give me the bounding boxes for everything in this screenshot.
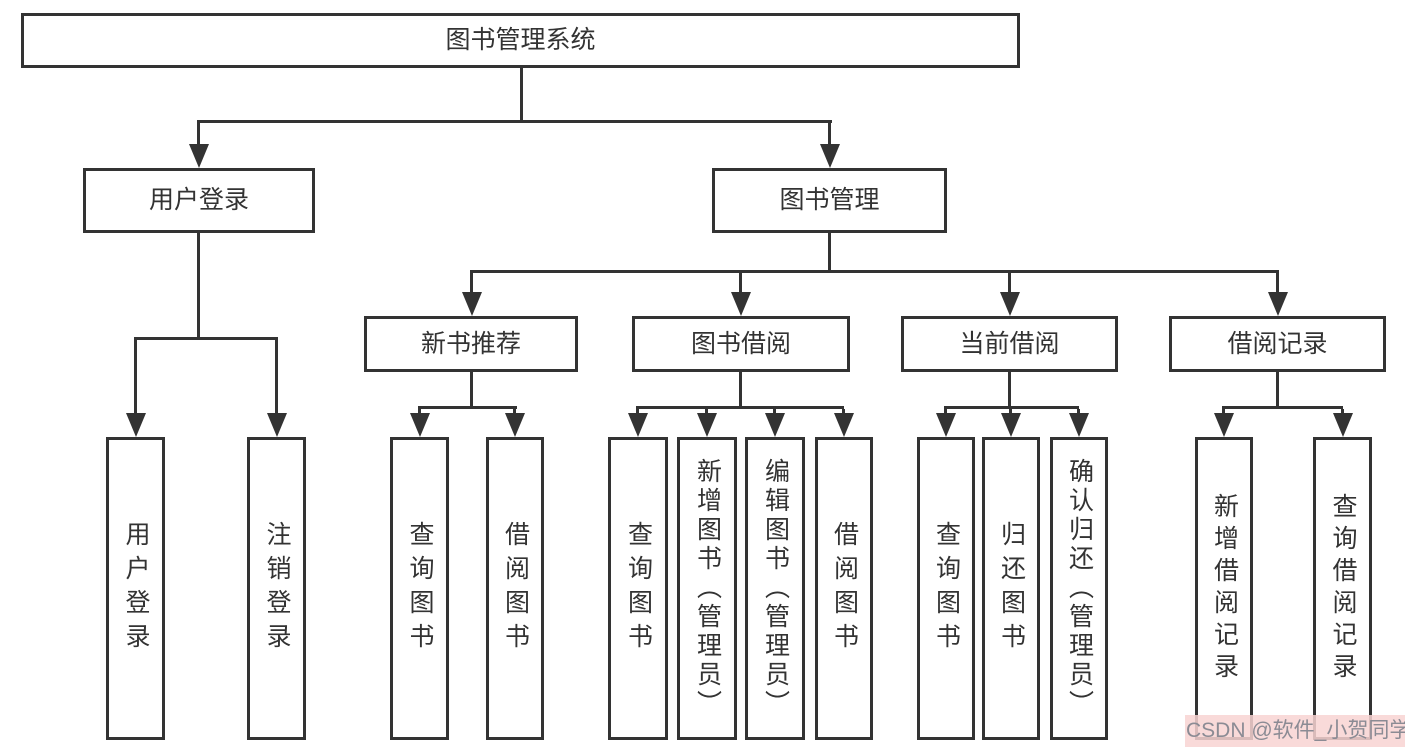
leaf-add-borrow-record: 新增借阅记录 bbox=[1195, 437, 1253, 740]
connector-line bbox=[134, 337, 278, 340]
watermark-text: CSDN @软件_小贺同学 bbox=[1186, 719, 1405, 742]
leaf-label: 编辑图书（管理员） bbox=[761, 458, 790, 719]
connector-line bbox=[739, 372, 742, 409]
leaf-label: 用户登录 bbox=[122, 520, 150, 657]
node-label: 图书管理 bbox=[779, 186, 880, 214]
leaf-label: 新增借阅记录 bbox=[1210, 492, 1239, 685]
leaf-label: 查询图书 bbox=[406, 520, 434, 657]
node-label: 当前借阅 bbox=[959, 329, 1060, 358]
arrowhead-icon bbox=[764, 409, 785, 437]
node-new-book-recommendation: 新书推荐 bbox=[364, 316, 578, 372]
leaf-edit-books-admin: 编辑图书（管理员） bbox=[745, 437, 805, 740]
node-label: 图书借阅 bbox=[690, 329, 791, 358]
arrowhead-icon bbox=[999, 273, 1020, 316]
node-book-management: 图书管理 bbox=[712, 168, 947, 233]
arrowhead-icon bbox=[935, 409, 956, 437]
leaf-label: 借阅图书 bbox=[830, 520, 859, 657]
arrowhead-icon bbox=[1332, 409, 1353, 437]
leaf-add-books-admin: 新增图书（管理员） bbox=[677, 437, 737, 740]
arrowhead-icon bbox=[819, 123, 840, 168]
leaf-label: 确认归还（管理员） bbox=[1065, 458, 1094, 719]
leaf-query-books: 查询图书 bbox=[917, 437, 975, 740]
arrowhead-icon bbox=[833, 409, 854, 437]
arrowhead-icon bbox=[696, 409, 717, 437]
connector-line bbox=[636, 406, 844, 409]
arrowhead-icon bbox=[504, 409, 525, 437]
leaf-confirm-return-admin: 确认归还（管理员） bbox=[1050, 437, 1108, 740]
connector-line bbox=[944, 406, 1079, 409]
arrowhead-icon bbox=[409, 409, 430, 437]
connector-line bbox=[197, 120, 832, 123]
node-label: 图书管理系统 bbox=[445, 26, 596, 54]
arrowhead-icon bbox=[1000, 409, 1021, 437]
connector-line bbox=[418, 406, 517, 409]
leaf-query-books: 查询图书 bbox=[608, 437, 668, 740]
leaf-user-login: 用户登录 bbox=[106, 437, 165, 740]
connector-line bbox=[520, 68, 523, 123]
connector-line bbox=[197, 233, 200, 340]
node-label: 新书推荐 bbox=[420, 329, 521, 358]
leaf-query-borrow-record: 查询借阅记录 bbox=[1313, 437, 1372, 740]
node-current-borrowing: 当前借阅 bbox=[901, 316, 1118, 372]
leaf-label: 注销登录 bbox=[263, 520, 291, 657]
leaf-return-books: 归还图书 bbox=[982, 437, 1040, 740]
connector-line bbox=[470, 372, 473, 409]
node-book-borrowing: 图书借阅 bbox=[632, 316, 850, 372]
connector-line bbox=[1222, 406, 1343, 409]
leaf-label: 查询借阅记录 bbox=[1329, 492, 1357, 685]
leaf-logout: 注销登录 bbox=[247, 437, 306, 740]
leaf-label: 借阅图书 bbox=[501, 520, 530, 657]
node-label: 用户登录 bbox=[148, 186, 249, 214]
arrowhead-icon bbox=[627, 409, 648, 437]
arrowhead-icon bbox=[188, 123, 209, 168]
connector-line bbox=[828, 233, 831, 273]
connector-line bbox=[1008, 372, 1011, 409]
arrowhead-icon bbox=[1068, 409, 1089, 437]
connector-line bbox=[470, 270, 1279, 273]
arrowhead-icon bbox=[266, 340, 287, 437]
leaf-label: 查询图书 bbox=[932, 520, 961, 657]
arrowhead-icon bbox=[125, 340, 146, 437]
leaf-borrow-books: 借阅图书 bbox=[486, 437, 544, 740]
node-label: 借阅记录 bbox=[1227, 329, 1328, 358]
leaf-label: 查询图书 bbox=[624, 520, 653, 657]
arrowhead-icon bbox=[1213, 409, 1234, 437]
arrowhead-icon bbox=[730, 273, 751, 316]
node-user-login: 用户登录 bbox=[83, 168, 315, 233]
arrowhead-icon bbox=[461, 273, 482, 316]
connector-line bbox=[1276, 372, 1279, 409]
leaf-query-books: 查询图书 bbox=[390, 437, 449, 740]
leaf-label: 新增图书（管理员） bbox=[693, 458, 722, 719]
leaf-borrow-books: 借阅图书 bbox=[815, 437, 873, 740]
node-borrowing-records: 借阅记录 bbox=[1169, 316, 1386, 372]
csdn-watermark: CSDN @软件_小贺同学 bbox=[1185, 715, 1405, 747]
node-library-management-system: 图书管理系统 bbox=[21, 13, 1020, 68]
leaf-label: 归还图书 bbox=[997, 520, 1026, 657]
arrowhead-icon bbox=[1267, 273, 1288, 316]
